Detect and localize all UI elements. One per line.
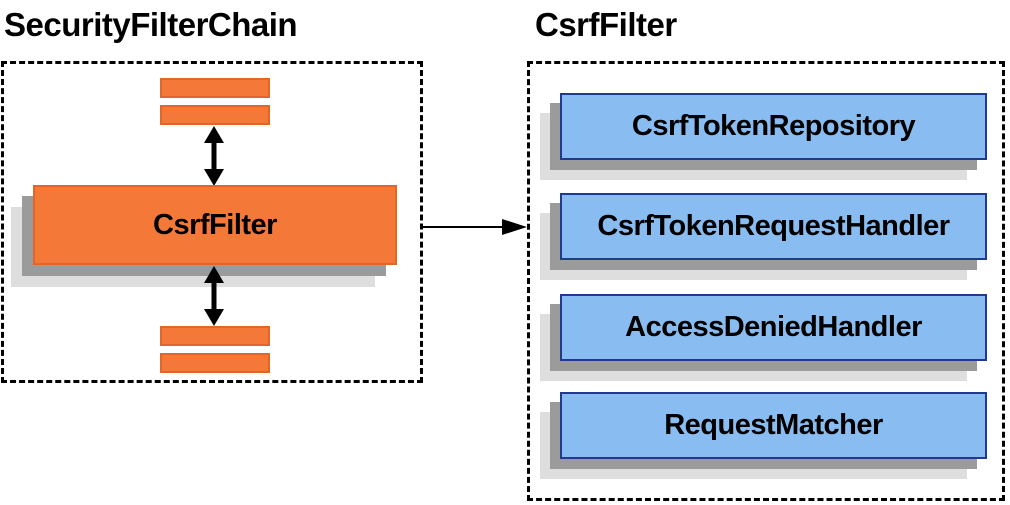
filter-bar — [160, 105, 270, 125]
filter-bar — [160, 326, 270, 346]
flow-arrow-icon — [423, 219, 527, 235]
component-box: AccessDeniedHandler — [560, 294, 987, 361]
security-filter-chain-panel — [1, 61, 423, 383]
component-box: CsrfTokenRepository — [560, 93, 987, 160]
component-box-label: RequestMatcher — [664, 409, 883, 441]
filter-bar — [160, 78, 270, 98]
csrf-filter-box-label: CsrfFilter — [153, 208, 277, 241]
bidirectional-arrow-icon — [204, 266, 224, 326]
component-box-label: CsrfTokenRequestHandler — [597, 210, 950, 242]
security-filter-chain-title: SecurityFilterChain — [4, 6, 298, 43]
component-box-label: CsrfTokenRepository — [631, 110, 916, 142]
filter-bar — [160, 353, 270, 373]
component-box: RequestMatcher — [560, 392, 987, 459]
csrf-filter-box: CsrfFilter — [33, 185, 397, 265]
component-box: CsrfTokenRequestHandler — [560, 193, 987, 260]
bidirectional-arrow-icon — [204, 126, 224, 186]
csrf-filter-title: CsrfFilter — [535, 6, 677, 43]
component-box-label: AccessDeniedHandler — [625, 311, 922, 343]
csrf-filter-panel — [527, 61, 1005, 501]
